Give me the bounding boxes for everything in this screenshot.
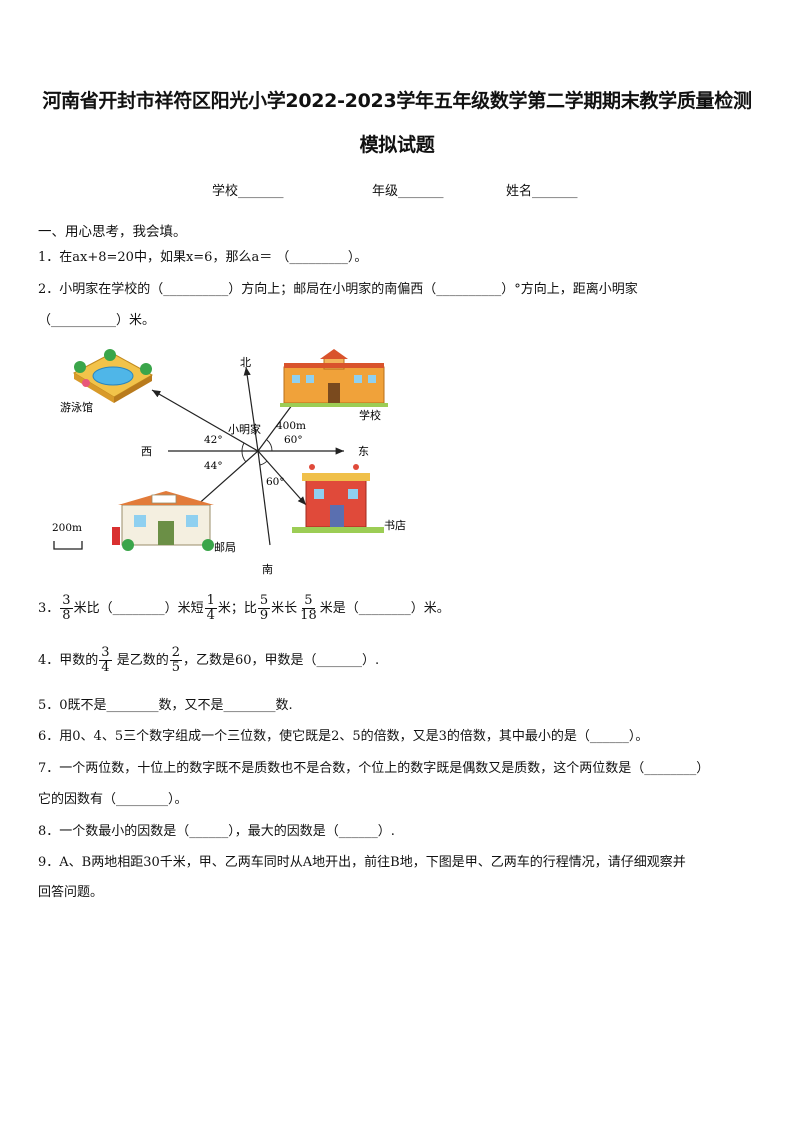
- q3-text-4: 米是（________）米。: [319, 601, 450, 616]
- q3-text-2: 米；比: [217, 601, 257, 616]
- q3-text-1: 米比（________）米短: [73, 601, 204, 616]
- section-heading: 一、用心思考，我会填。: [38, 224, 187, 240]
- angle-label-se: 60°: [266, 476, 285, 488]
- question-2-line-1: 2．小明家在学校的（__________）方向上；邮局在小明家的南偏西（____…: [38, 282, 638, 297]
- angle-label-ne: 60°: [284, 434, 303, 446]
- distance-label: 400m: [276, 420, 306, 432]
- q3-prefix: 3．: [38, 601, 60, 616]
- direction-map-diagram: 北 南 东 西 小明家 游泳馆 学校 邮局 书店 400m 200m 42° 4…: [52, 349, 406, 576]
- grade-field[interactable]: 年级_______: [372, 184, 444, 199]
- scale-label: 200m: [52, 522, 82, 534]
- angle-arc-ne: [266, 439, 273, 452]
- bookstore-direction-line: [257, 450, 307, 506]
- school-building-icon: [280, 349, 388, 407]
- angle-arc-se: [259, 460, 268, 466]
- name-field[interactable]: 姓名_______: [506, 184, 578, 199]
- post-office-icon: [112, 491, 214, 551]
- fraction-denominator: 8: [62, 608, 71, 623]
- pool-label: 游泳馆: [60, 400, 93, 414]
- fraction-numerator: 5: [257, 593, 271, 609]
- swimming-pool-icon: [72, 349, 154, 403]
- pool-direction-line: [151, 389, 259, 452]
- fraction-numerator: 3: [99, 645, 112, 661]
- school-label: 学校: [359, 408, 381, 422]
- angle-label-sw: 44°: [204, 460, 223, 472]
- bookstore-icon: [292, 464, 384, 533]
- north-arrow: [243, 366, 259, 452]
- fraction-denominator: 9: [259, 608, 269, 623]
- fraction-numerator: 5: [302, 593, 315, 609]
- fraction-numerator: 2: [169, 645, 182, 661]
- west-label: 西: [141, 445, 152, 458]
- question-6: 6．用0、4、5三个数字组成一个三位数，使它既是2、5的倍数，又是3的倍数，其中…: [38, 729, 649, 744]
- fraction-denominator: 5: [171, 660, 180, 675]
- fraction-numerator: 3: [60, 593, 73, 609]
- bookstore-label: 书店: [384, 518, 406, 532]
- q4-text-1: 是乙数的: [112, 653, 169, 668]
- angle-arc-sw: [241, 450, 247, 463]
- fraction-denominator: 4: [206, 608, 215, 623]
- school-field[interactable]: 学校_______: [212, 184, 284, 199]
- north-label: 北: [240, 356, 251, 369]
- angle-arc-nw: [241, 442, 245, 452]
- south-line: [257, 450, 271, 546]
- angle-label-nw: 42°: [204, 434, 223, 446]
- fraction-denominator: 4: [101, 660, 110, 675]
- scale-bar: [53, 541, 83, 550]
- question-1: 1．在ax+8=20中，如果x=6，那么a＝ （_________）。: [38, 250, 368, 265]
- q3-text-3: 米长: [271, 601, 298, 616]
- question-9-line-2: 回答问题。: [38, 885, 104, 900]
- question-2-line-2: （__________）米。: [38, 313, 156, 328]
- post-label: 邮局: [214, 541, 236, 554]
- question-7-line-2: 它的因数有（________）。: [38, 792, 188, 807]
- center-label: 小明家: [228, 422, 261, 436]
- question-7-line-1: 7．一个两位数，十位上的数字既不是质数也不是合数，个位上的数字既是偶数又是质数，…: [38, 761, 710, 776]
- q4-text-2: ，乙数是60，甲数是（_______）.: [182, 653, 380, 668]
- question-8: 8．一个数最小的因数是（______），最大的因数是（______）.: [38, 824, 395, 839]
- page-subtitle: 模拟试题: [359, 134, 435, 156]
- south-label: 南: [262, 563, 273, 576]
- page-title: 河南省开封市祥符区阳光小学2022-2023学年五年级数学第二学期期末教学质量检…: [42, 90, 752, 112]
- q4-prefix: 4．甲数的: [38, 653, 99, 668]
- fraction-denominator: 18: [300, 608, 317, 623]
- fraction-numerator: 1: [204, 593, 217, 609]
- east-label: 东: [358, 445, 369, 458]
- question-9-line-1: 9．A、B两地相距30千米，甲、乙两车同时从A地开出，前往B地，下图是甲、乙两车…: [38, 855, 686, 870]
- question-5: 5．0既不是________数，又不是________数.: [38, 698, 293, 713]
